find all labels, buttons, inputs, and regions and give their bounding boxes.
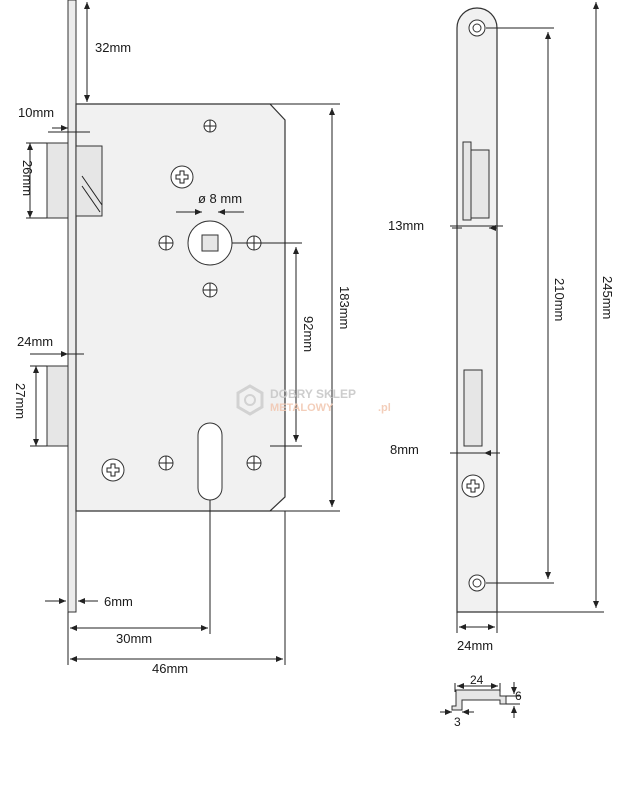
faceplate-screw-hole <box>468 574 486 592</box>
spindle-follower <box>187 220 233 266</box>
dim-backset-distance: 92mm <box>301 316 316 352</box>
cylinder-cutout <box>197 422 223 501</box>
latch-tongue <box>75 145 103 217</box>
mounting-hole <box>158 455 174 471</box>
faceplate-profile-section: 24 6 3 <box>440 673 522 729</box>
watermark-line1: DOBRY SKLEP <box>270 387 356 401</box>
dim-hole-spacing: 210mm <box>552 278 567 321</box>
mounting-hole <box>246 455 262 471</box>
phillips-screw <box>101 458 125 482</box>
faceplate-screw-hole <box>468 19 486 37</box>
profile-width: 24 <box>470 673 484 687</box>
bolt-opening <box>463 369 483 447</box>
dim-bolt-height: 27mm <box>13 383 28 419</box>
dim-faceplate-offset-8: 8mm <box>390 442 419 457</box>
phillips-screw <box>461 474 485 498</box>
latch-opening <box>462 141 472 221</box>
latch <box>46 142 69 219</box>
deadbolt <box>46 365 69 447</box>
lock-body <box>75 103 286 512</box>
dim-body-height: 183mm <box>337 286 352 329</box>
faceplate-side <box>67 0 77 613</box>
lock-side-view: 32mm 10mm 26mm ø 8 mm 183mm 92mm 24mm 27 <box>13 0 352 676</box>
dim-faceplate-thickness: 6mm <box>104 594 133 609</box>
mounting-hole <box>158 235 174 251</box>
dim-faceplate-offset-13: 13mm <box>388 218 424 233</box>
watermark-suffix: .pl <box>378 402 391 414</box>
dim-bolt-projection: 24mm <box>17 334 53 349</box>
faceplate <box>456 7 498 613</box>
mounting-hole <box>202 282 218 298</box>
dim-faceplate-length: 245mm <box>600 276 615 319</box>
watermark: DOBRY SKLEP METALOWY .pl <box>236 384 391 416</box>
dim-spindle-diameter: ø 8 mm <box>198 191 242 206</box>
mounting-hole <box>203 119 217 133</box>
faceplate-front-view: 13mm 8mm 210mm 245mm 24mm <box>388 1 615 653</box>
profile-height: 6 <box>515 689 522 703</box>
dim-latch-projection: 10mm <box>18 105 54 120</box>
dim-backset: 30mm <box>116 631 152 646</box>
dim-top-offset: 32mm <box>95 40 131 55</box>
latch-front <box>470 149 490 219</box>
dim-faceplate-width: 24mm <box>457 638 493 653</box>
profile-thickness: 3 <box>454 715 461 729</box>
dim-body-depth: 46mm <box>152 661 188 676</box>
watermark-line2: METALOWY <box>270 402 334 414</box>
phillips-screw <box>170 165 194 189</box>
dim-latch-height: 26mm <box>20 160 35 196</box>
